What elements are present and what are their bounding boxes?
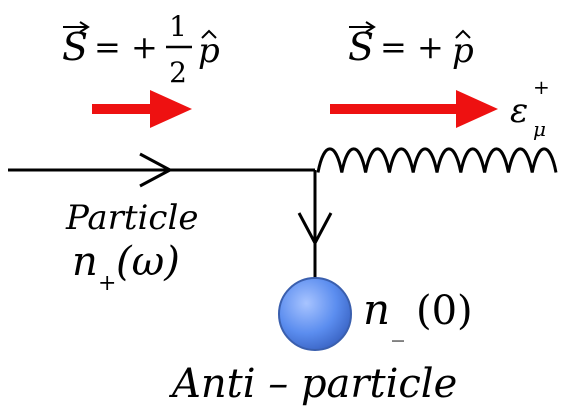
antiparticle-n-argument: (0) bbox=[416, 288, 473, 334]
spin-right-symbol: S bbox=[348, 25, 374, 69]
particle-line bbox=[8, 152, 315, 188]
fraction-denominator: 2 bbox=[169, 56, 187, 89]
antiparticle-line bbox=[297, 170, 333, 292]
spin-left-symbol: S bbox=[62, 25, 88, 69]
particle-word: Particle bbox=[65, 198, 198, 238]
particle-n: n bbox=[72, 239, 98, 285]
epsilon-subscript: μ bbox=[533, 117, 546, 141]
antiparticle-label: n _ (0) Anti – particle bbox=[168, 285, 473, 407]
antiparticle-n: n bbox=[363, 285, 390, 334]
vector-arrow-right bbox=[349, 21, 376, 33]
particle-label: Particle n + (ω) bbox=[65, 198, 198, 296]
particle-line-arrow bbox=[139, 152, 174, 188]
fraction-numerator: 1 bbox=[169, 10, 187, 43]
spin-label-left: S = + 1 2 p bbox=[62, 10, 220, 89]
spin-arrow-right bbox=[330, 90, 498, 128]
epsilon-symbol: ε bbox=[510, 91, 528, 131]
particle-n-subscript: + bbox=[98, 271, 116, 296]
particle-n-argument: (ω) bbox=[116, 239, 180, 285]
photon-polarization-label: ε + μ bbox=[510, 75, 550, 141]
momentum-unit-right: p bbox=[452, 31, 474, 71]
antiparticle-sphere bbox=[278, 277, 352, 351]
spin-arrow-left bbox=[92, 90, 192, 128]
spin-right-equals: = + bbox=[380, 28, 444, 66]
momentum-unit-left: p bbox=[198, 31, 220, 71]
antiparticle-n-subscript: _ bbox=[392, 314, 404, 342]
vector-arrow-left bbox=[63, 21, 90, 33]
hat-left bbox=[201, 29, 217, 39]
hat-right bbox=[455, 29, 471, 39]
epsilon-superscript: + bbox=[533, 75, 550, 99]
antiparticle-word: Anti – particle bbox=[168, 361, 457, 407]
antiparticle-line-arrow bbox=[297, 212, 333, 247]
photon-wavy-line bbox=[316, 147, 558, 173]
spin-label-right: S = + p bbox=[348, 21, 474, 71]
spin-left-equals: = + bbox=[94, 28, 158, 66]
